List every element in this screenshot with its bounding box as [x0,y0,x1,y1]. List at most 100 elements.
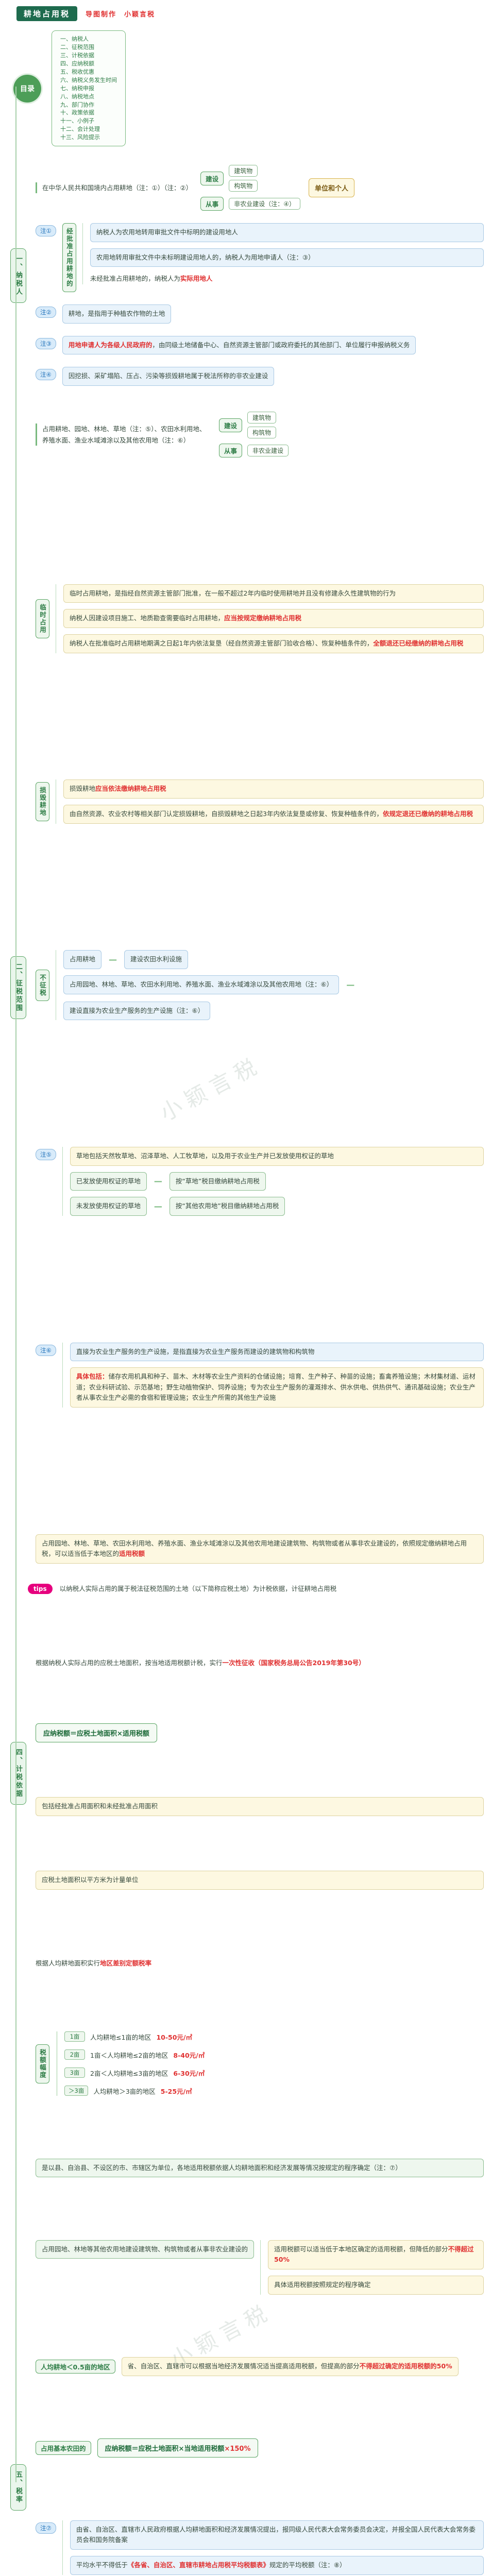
production-facility-list: 具体包括：储存农用机具和种子、苗木、木材等农业生产资料的仓储设施；培育、生产种子… [70,1367,484,1408]
toc-item: 一、纳税人 [60,36,89,42]
section-tax-basis: 四、计税依据 根据纳税人实际占用的应税土地面积，按当地适用税额计税，实行一次性征… [10,1608,484,1938]
text-segment: ，由同级土地储备中心、自然资源主管部门或政府委托的其他部门、单位履行申报纳税义务 [152,341,410,349]
note2-badge: 注② [36,307,56,318]
rate-proposal-procedure: 由省、自治区、直辖市人民政府根据人均耕地面积和经济发展情况提出，报同级人民代表大… [70,2520,484,2550]
text-segment: 根据纳税人实际占用的应税土地面积，按当地适用税额计税，实行 [36,1658,223,1667]
arrow-icon: — [109,955,117,965]
case-condition: 已发放使用权证的草地 [70,1172,147,1191]
engage-branch: 从事 非农业建设（注：④） [200,197,300,211]
rate-bracket: 1亩 人均耕地≤1亩的地区 10-50元/㎡ [64,2031,205,2042]
case-condition: 未发放使用权证的草地 [70,1197,147,1216]
non-taxable-case: 占用园地、林地、草地、农田水利用地、养殖水面、渔业水域滩涂以及其他农用地（注：⑥… [63,975,484,1021]
scope-definition-row: 占用耕地、园地、林地、草地（注：⑤）、农田水利用地、养殖水面、渔业水域滩涂以及其… [36,412,484,458]
text-highlight: 实际用地人 [180,275,213,283]
list-item: 储存农用机具和种子、苗木、木材等农业生产资料的仓储设施； [108,1372,289,1381]
case-action: 建设农田水利设施 [124,950,189,969]
bracket-rate: 6-30元/㎡ [173,2069,205,2077]
bracket-tag: 3亩 [64,2067,85,2078]
text-segment: 由自然资源、农业农村等相关部门认定损毁耕地，自损毁耕地之日起3年内依法复垦或修复… [70,810,383,818]
text-highlight: 适用税额 [119,1550,145,1558]
note7-items: 由省、自治区、直辖市人民政府根据人均耕地面积和经济发展情况提出，报同级人民代表大… [62,2520,484,2575]
text-highlight: 《各省、自治区、直辖市耕地占用税平均税额表》 [127,2561,269,2569]
lower-rate-rules: 适用税额可以适当低于本地区确定的适用税额，但降低的部分不得超过50% 具体适用税… [260,2240,484,2295]
arrow-icon: — [154,1176,162,1187]
note5-badge: 注⑤ [36,1148,56,1160]
lower-rate-rule: 适用税额可以适当低于本地区确定的适用税额，但降低的部分不得超过50% [268,2240,484,2269]
lower-rate-group: 占用园地、林地等其他农用地建设建筑物、构筑物或者从事非农业建设的 适用税额可以适… [36,2240,484,2295]
list-item: 木材集材道、运材道； [76,1372,476,1391]
note6-items: 直接为农业生产服务的生产设施，是指直接为农业生产服务而建设的建筑物和构筑物 具体… [62,1342,484,1408]
text-segment: 适用税额可以适当低于本地区确定的适用税额，但降低的部分 [274,2245,448,2253]
basic-farmland-group: 占用基本农田的 应纳税额＝应税土地面积×当地适用税额×150% [36,2438,484,2458]
half-mu-group: 人均耕地＜0.5亩的地区 省、自治区、直辖市可以根据当地经济发展情况适当提高适用… [36,2357,484,2376]
note7-badge: 注⑦ [36,2522,56,2534]
case-result: 按“草地”税目缴纳耕地占用税 [169,1172,266,1191]
non-taxable-case: 占用耕地 — 建设农田水利设施 [63,950,484,969]
temporary-occupation-items: 临时占用耕地，是指经自然资源主管部门批准，在一般不超过2年内临时使用耕地并且没有… [56,584,484,653]
lower-rate-condition: 占用园地、林地等其他农用地建设建筑物、构筑物或者从事非农业建设的 [36,2240,255,2259]
page-title: 耕地占用税 [16,6,78,21]
toc-item: 十二、会计处理 [60,126,100,133]
building-node: 建筑物 [247,412,277,424]
text-highlight: 地区差别定额税率 [100,1959,152,1968]
damaged-farmland-group: 损毁耕地 损毁耕地应当依法缴纳耕地占用税 由自然资源、农业农村等相关部门认定损毁… [36,779,484,824]
text-segment: 应纳税额＝应税土地面积×当地适用税额 [105,2445,225,2453]
bracket-rate: 8-40元/㎡ [173,2051,205,2059]
production-facility-definition: 直接为农业生产服务的生产设施，是指直接为农业生产服务而建设的建筑物和构筑物 [70,1342,484,1362]
section-tax-rate-label: 五、税率 [10,2464,26,2511]
text-highlight: 用地申请人为各级人民政府的 [68,341,153,349]
list-item: 野生动植物保护、饲养设施； [166,1383,250,1391]
basic-farmland-chip: 占用基本农田的 [36,2441,91,2455]
note1-badge: 注① [36,225,56,237]
text-segment: 占用园地、林地、草地、农田水利用地、养殖水面、渔业水域滩涂以及其他农用地建设建筑… [42,1539,467,1558]
tips-section: tips 以纳税人实际占用的属于税法征税范围的土地（以下简称应税土地）为计税依据… [28,1583,484,1594]
text-segment: 损毁耕地 [70,785,96,793]
note3-badge: 注③ [36,337,56,349]
text-highlight: 应当依法缴纳耕地占用税 [95,785,166,793]
toc-item: 九、部门协作 [60,101,94,108]
build-branch: 建设 建筑物 构筑物 [219,412,289,439]
case-result: 按“其他农用地”税目缴纳耕地占用税 [169,1197,285,1216]
taxpayer-result-node: 单位和个人 [308,178,354,198]
bracket-tag: 1亩 [64,2031,85,2042]
spine-line [15,87,16,2482]
text-highlight: 一次性征收 [222,1658,255,1667]
case-condition: 占用园地、林地、草地、农田水利用地、养殖水面、渔业水域滩涂以及其他农用地（注：⑥… [63,975,340,994]
tips-node: tips [28,1583,53,1594]
temporary-occupation-group: 临时占用 临时占用耕地，是指经自然资源主管部门批准，在一般不超过2年内临时使用耕… [36,584,484,653]
tax-basis-definition: 根据纳税人实际占用的应税土地面积，按当地适用税额计税，实行一次性征收（国家税务总… [36,1657,484,1668]
nonagri-node: 非农业建设（注：④） [229,198,300,210]
non-taxable-items: 占用耕地 — 建设农田水利设施 占用园地、林地、草地、农田水利用地、养殖水面、渔… [56,950,484,1021]
taxpayer-fanout: 建设 建筑物 构筑物 从事 非农业建设（注：④） [200,165,300,211]
grassland-definition-box: 草地包括天然牧草地、沼泽草地、人工牧草地，以及用于农业生产并已发放使用权证的草地 [70,1146,484,1166]
temporary-occupation-pay-rule: 纳税人因建设项目施工、地质勘查需要临时占用耕地，应当按规定缴纳耕地占用税 [63,609,484,629]
toc-item: 十、政策依据 [60,109,94,116]
area-unit-note: 应税土地面积以平方米为计量单位 [36,1871,484,1890]
damaged-farmland-refund-rule: 由自然资源、农业农村等相关部门认定损毁耕地，自损毁耕地之日起3年内依法复垦或修复… [63,805,484,824]
bracket-condition: 人均耕地＞3亩的地区 [93,2087,156,2095]
toc-item: 四、应纳税额 [60,60,94,67]
lower-rate-procedure: 具体适用税额按照规定的程序确定 [268,2275,484,2295]
engage-chip: 从事 [200,197,224,211]
note5-items: 草地包括天然牧草地、沼泽草地、人工牧草地，以及用于农业生产并已发放使用权证的草地… [62,1146,484,1216]
note4-badge: 注④ [36,369,56,381]
tips-text: 以纳税人实际占用的属于税法征税范围的土地（以下简称应税土地）为计税依据，计征耕地… [59,1585,337,1593]
bracket-condition: 1亩＜人均耕地≤2亩的地区 [90,2051,168,2059]
arrow-icon: — [346,979,355,990]
bracket-rate: 10-50元/㎡ [156,2033,192,2041]
note3-row: 注③ 用地申请人为各级人民政府的，由同级土地储备中心、自然资源主管部门或政府委托… [36,335,484,355]
arrow-icon: — [154,1201,162,1211]
case-action: 建设直接为农业生产服务的生产设施（注：⑥） [63,1001,211,1021]
rate-bracket: ＞3亩 人均耕地＞3亩的地区 5-25元/㎡ [64,2086,205,2096]
half-mu-condition-chip: 人均耕地＜0.5亩的地区 [36,2359,115,2374]
note7-row: 注⑦ 由省、自治区、直辖市人民政府根据人均耕地面积和经济发展情况提出，报同级人民… [36,2520,484,2575]
section-tax-rate: 五、税率 根据人均耕地面积实行地区差别定额税率 税额幅度 1亩 人均耕地≤1亩的… [10,1952,484,2576]
build-chip: 建设 [200,171,224,185]
text-highlight: 依规定退还已缴纳的耕地占用税 [382,810,473,818]
rate-bracket-rows: 1亩 人均耕地≤1亩的地区 10-50元/㎡ 2亩 1亩＜人均耕地≤2亩的地区 … [57,2031,205,2096]
case-condition: 占用耕地 [63,950,102,969]
average-rate-floor: 平均水平不得低于《各省、自治区、直辖市耕地占用税平均税额表》规定的平均税额（注：… [70,2555,484,2575]
announcement-ref: （国家税务总局公告2019年第30号） [255,1658,365,1667]
note6-row: 注⑥ 直接为农业生产服务的生产设施，是指直接为农业生产服务而建设的建筑物和构筑物… [36,1342,484,1408]
